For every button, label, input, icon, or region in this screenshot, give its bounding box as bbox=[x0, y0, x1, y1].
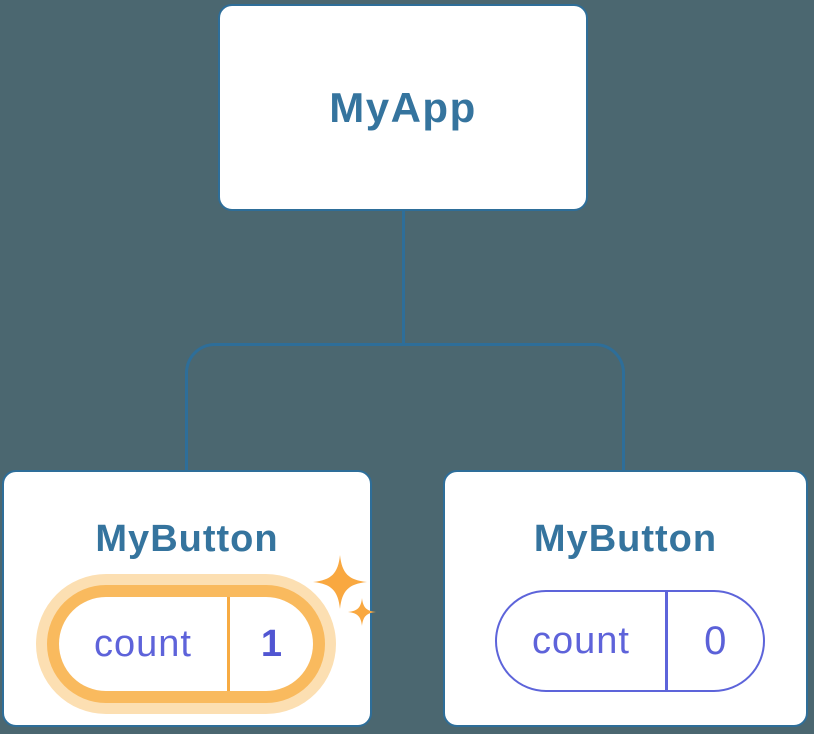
node-label: MyButton bbox=[533, 518, 718, 560]
pill-divider bbox=[665, 592, 668, 690]
pill-divider bbox=[227, 597, 230, 691]
tree-node-myapp: MyApp bbox=[218, 4, 588, 211]
sparkles-icon bbox=[313, 555, 376, 626]
state-key-label: count bbox=[532, 619, 630, 662]
state-key-label: count bbox=[94, 622, 192, 665]
tree-node-mybutton-right: MyButton count 0 bbox=[443, 470, 808, 727]
state-pill: count 0 bbox=[495, 590, 765, 692]
node-label: MyButton bbox=[95, 518, 279, 560]
state-pill-highlighted: count 1 bbox=[59, 597, 313, 691]
state-value: 1 bbox=[260, 622, 283, 665]
connector-branch-lines bbox=[185, 343, 625, 470]
state-value: 0 bbox=[704, 618, 727, 663]
tree-node-mybutton-left: MyButton count 1 bbox=[2, 470, 376, 727]
connector-stem-line bbox=[402, 210, 405, 344]
node-label: MyApp bbox=[329, 83, 477, 131]
